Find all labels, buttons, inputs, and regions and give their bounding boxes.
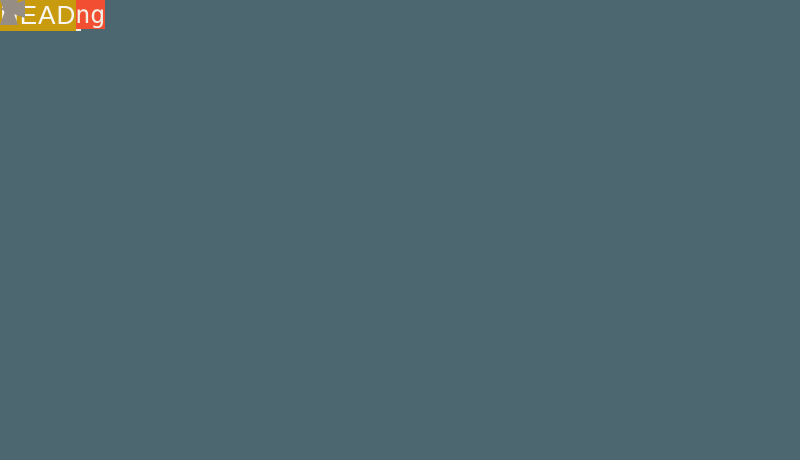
arrow-head-to-testing-head-icon (0, 0, 18, 25)
